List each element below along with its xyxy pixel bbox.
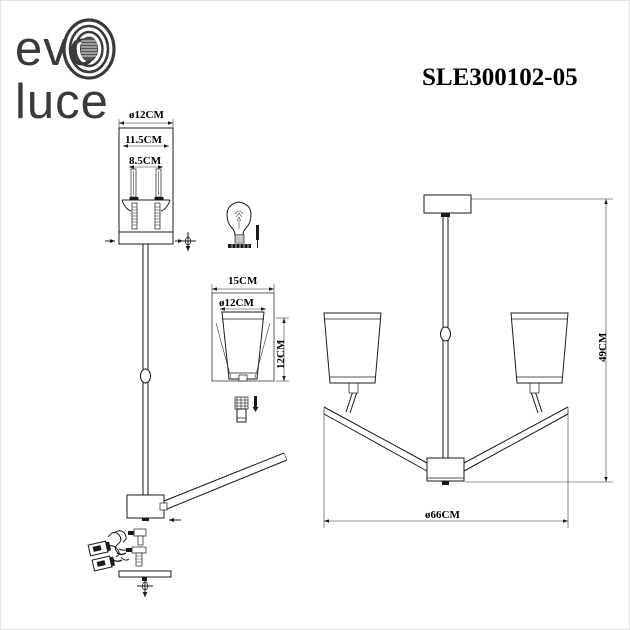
- dim-shade-top-diameter: ø12CM: [219, 297, 266, 311]
- brand-logo: evo luce: [15, 18, 116, 129]
- dim-label-shade-bottom-width: 15CM: [228, 275, 258, 287]
- shade-assembly-left: [323, 312, 382, 414]
- lampshade-left: [323, 312, 382, 384]
- mount-bolt-icon: [126, 546, 147, 567]
- threaded-post-left: [131, 202, 138, 230]
- dim-overall-diameter: ø66CM: [323, 410, 569, 528]
- terminal-block-upper: [87, 540, 112, 557]
- internal-fastener-left: [129, 168, 139, 200]
- mount-bracket-icon: [128, 528, 147, 546]
- lamp-socket-icon: [234, 396, 259, 423]
- dim-canopy-diameter: ø12CM: [118, 109, 174, 129]
- wiring-harness-detail: [105, 530, 131, 561]
- left-elevation-rod: [140, 244, 151, 495]
- orientation-crosshair-bottom-icon: [137, 579, 153, 597]
- socket-direction-arrow: [252, 396, 259, 412]
- dim-shade-bottom-width: 15CM: [211, 275, 275, 293]
- arm-right: [463, 406, 569, 472]
- shade-assembly-right: [510, 312, 569, 414]
- pointer-arrow-left: [105, 239, 115, 243]
- dim-label-canopy-outer-height: 11.5CM: [125, 134, 163, 146]
- left-elevation-hub: [126, 452, 288, 522]
- ceiling-canopy-detail: ø12CM 11.5CM 8.5CM: [105, 109, 196, 251]
- threaded-post-right: [154, 202, 161, 230]
- terminal-block-lower: [91, 555, 116, 572]
- arm-left: [323, 406, 428, 472]
- rod-joint-detail-front: [440, 326, 451, 342]
- chandelier-front-elevation: 49CM ø66CM: [323, 194, 613, 528]
- exploded-mounting-hardware-detail: [87, 528, 172, 597]
- central-rod: [440, 213, 451, 458]
- concentric-circles-icon: [62, 18, 116, 80]
- pointer-arrow-hub: [169, 518, 181, 522]
- product-code: SLE300102-05: [422, 64, 578, 91]
- light-bulb-icon: [226, 201, 259, 248]
- lampshade-detail: 15CM ø12CM: [211, 275, 289, 423]
- dim-label-shade-top-diameter: ø12CM: [219, 297, 254, 309]
- brand-line-2: luce: [15, 75, 109, 129]
- rod-joint-detail: [140, 368, 151, 384]
- dim-label-overall-height: 49CM: [597, 332, 609, 362]
- lampshade-right: [510, 312, 569, 384]
- dim-shade-height: 12CM: [275, 317, 289, 382]
- dim-canopy-inner-width: 8.5CM: [129, 155, 163, 169]
- dim-label-overall-diameter: ø66CM: [425, 509, 460, 521]
- orientation-crosshair-icon: [180, 232, 196, 251]
- central-hub: [426, 457, 465, 485]
- dim-label-shade-height: 12CM: [275, 339, 287, 369]
- dim-overall-height: 49CM: [465, 198, 613, 483]
- ceiling-canopy: [423, 194, 472, 214]
- bulb-scale-marker: [256, 225, 259, 248]
- dim-label-canopy-inner-width: 8.5CM: [129, 155, 162, 167]
- dim-canopy-outer-height: 11.5CM: [123, 134, 169, 148]
- dim-label-canopy-diameter: ø12CM: [129, 109, 164, 121]
- internal-fastener-right: [154, 168, 164, 200]
